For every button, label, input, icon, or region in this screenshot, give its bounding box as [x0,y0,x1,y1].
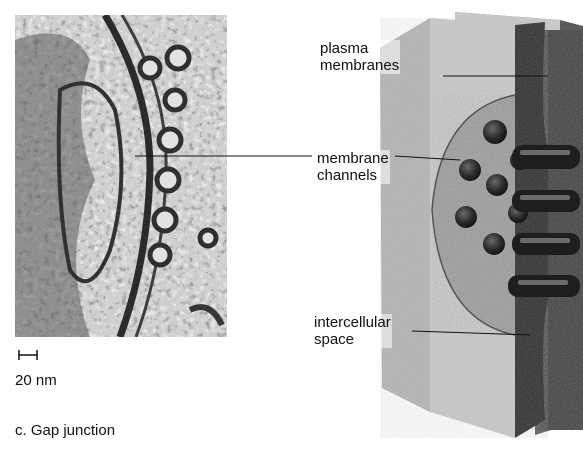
scale-bar-label: 20 nm [15,372,57,389]
plasma-membranes-label: plasma membranes [319,40,400,74]
membrane-channels-label: membrane channels [316,150,390,184]
micrograph [15,15,227,337]
figure-caption: c. Gap junction [15,422,115,439]
scale-bar [19,350,37,360]
intercellular-space-label: intercellular space [313,314,392,348]
